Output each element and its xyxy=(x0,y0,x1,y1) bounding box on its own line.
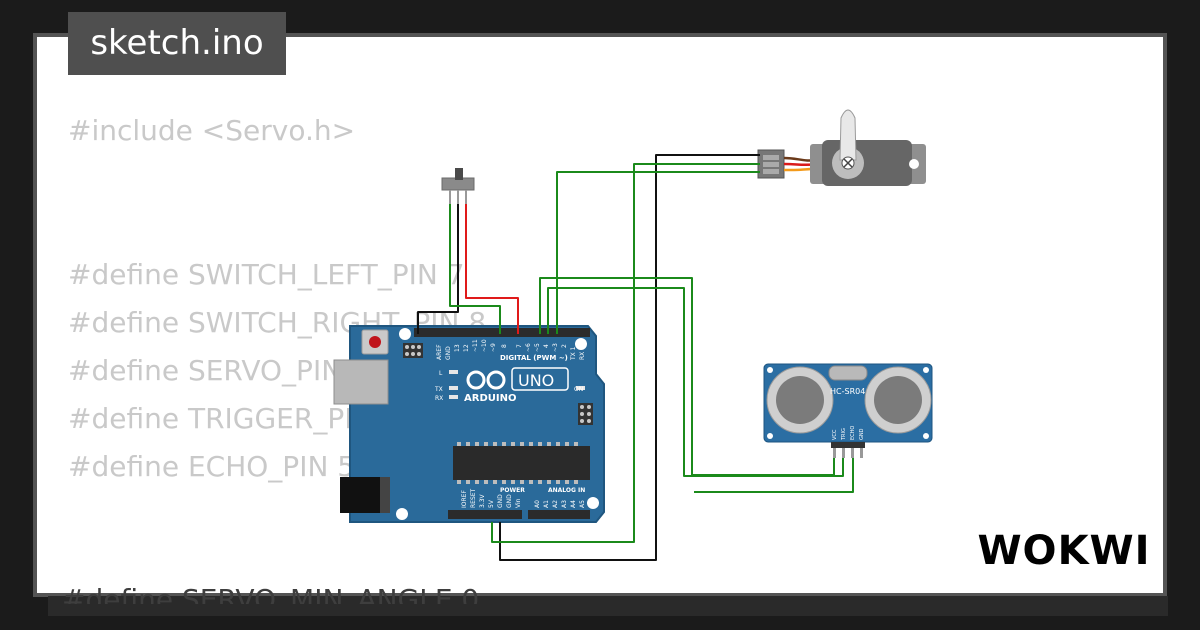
pin-label: A3 xyxy=(561,500,568,508)
pin-label: GND xyxy=(859,428,865,440)
code-line: #define ECHO_PIN 5 xyxy=(68,450,356,483)
code-line-overflow: #define SERVO_MIN_ANGLE 0 xyxy=(62,584,480,604)
slide-switch[interactable] xyxy=(441,168,475,204)
pin-label: GND xyxy=(445,346,452,360)
pin-label: ~10 xyxy=(481,339,488,352)
code-line: #include <Servo.h> xyxy=(68,114,356,147)
atmega-chip xyxy=(453,446,590,480)
pin-label: A0 xyxy=(534,500,541,508)
analog-label: ANALOG IN xyxy=(548,487,585,494)
on-label: ON xyxy=(574,386,583,393)
led-label-tx: TX xyxy=(434,386,443,393)
wire-servo-5v xyxy=(491,163,760,543)
digital-header[interactable] xyxy=(414,328,590,337)
frame-shadow xyxy=(48,596,1168,616)
wire-switch-pin7 xyxy=(449,204,501,334)
wire-sensor-vcc xyxy=(539,277,835,476)
pin-label: A4 xyxy=(570,500,577,508)
pin-label: 3.3V xyxy=(479,493,486,508)
pin-label: 2 xyxy=(561,344,568,348)
wiring xyxy=(417,154,854,561)
wire-sensor-echo xyxy=(694,458,854,493)
wokwi-logo: WOKWI xyxy=(978,528,1150,574)
pin-label: ~9 xyxy=(490,343,497,352)
wire-servo-gnd xyxy=(499,154,760,561)
pin-label: RESET xyxy=(470,488,477,508)
led-label-rx: RX xyxy=(435,395,443,402)
pin-label: A2 xyxy=(552,500,559,508)
wire-switch-pin8 xyxy=(465,204,519,334)
pin-label: ~11 xyxy=(472,339,479,352)
power-header[interactable] xyxy=(448,510,522,519)
arduino-model: UNO xyxy=(518,371,554,390)
pin-label: RX 0 xyxy=(579,346,586,360)
arduino-brand: ARDUINO xyxy=(464,393,516,404)
wire-switch-gnd xyxy=(417,204,459,334)
pin-label: ~5 xyxy=(534,343,541,352)
pin-label: Vin xyxy=(515,498,522,508)
pin-label: 13 xyxy=(454,344,461,352)
pin-label: ~6 xyxy=(525,343,532,352)
hc-sr04-sensor[interactable]: HC-SR04 VCC TRIG ECHO GND xyxy=(763,363,933,458)
code-line: #define SERVO_PIN 9 xyxy=(68,354,369,387)
pin-label: 8 xyxy=(501,344,508,348)
pin-label: VCC xyxy=(832,429,838,440)
pin-label: ~3 xyxy=(552,343,559,352)
arduino-logo-icon xyxy=(466,370,506,390)
code-line: #define TRIGGER_PIN 4 xyxy=(68,402,401,435)
power-label: POWER xyxy=(500,487,525,494)
icsp-header xyxy=(403,343,593,425)
pin-label: 4 xyxy=(543,344,550,348)
analog-header[interactable] xyxy=(528,510,590,519)
digital-label: DIGITAL (PWM ~) xyxy=(500,354,568,362)
pin-label: TRIG xyxy=(841,428,847,441)
wokwi-logo-text: WOKWI xyxy=(978,528,1150,574)
sketch-filename-tab[interactable]: sketch.ino xyxy=(68,12,286,75)
pin-label: AREF xyxy=(436,344,443,360)
pin-label: 12 xyxy=(463,344,470,352)
usb-port xyxy=(333,359,389,405)
pin-label: TX 1 xyxy=(570,346,577,361)
pin-label: GND xyxy=(497,494,504,508)
wire-sensor-trig xyxy=(547,287,844,477)
pin-label: GND xyxy=(506,494,513,508)
reset-button[interactable] xyxy=(361,329,389,355)
wire-servo-signal xyxy=(556,171,760,334)
pin-label: 5V xyxy=(488,499,495,508)
pin-label: IOREF xyxy=(461,490,468,508)
code-line: #define SWITCH_LEFT_PIN 7 xyxy=(68,258,465,291)
pin-label: ECHO xyxy=(850,426,856,440)
led-label-l: L xyxy=(439,370,443,377)
servo-screw-icon xyxy=(843,158,853,168)
code-background: #include <Servo.h> #define SWITCH_LEFT_P… xyxy=(68,107,486,491)
pin-label: 7 xyxy=(516,344,523,348)
arduino-uno-board[interactable]: AREF GND 13 12 ~11 ~10 ~9 8 7 ~6 ~5 4 ~3… xyxy=(333,325,605,523)
pin-label: A1 xyxy=(543,500,550,508)
sensor-model: HC-SR04 xyxy=(830,387,865,396)
servo-motor[interactable] xyxy=(757,109,926,186)
pin-label: A5 xyxy=(579,500,586,508)
